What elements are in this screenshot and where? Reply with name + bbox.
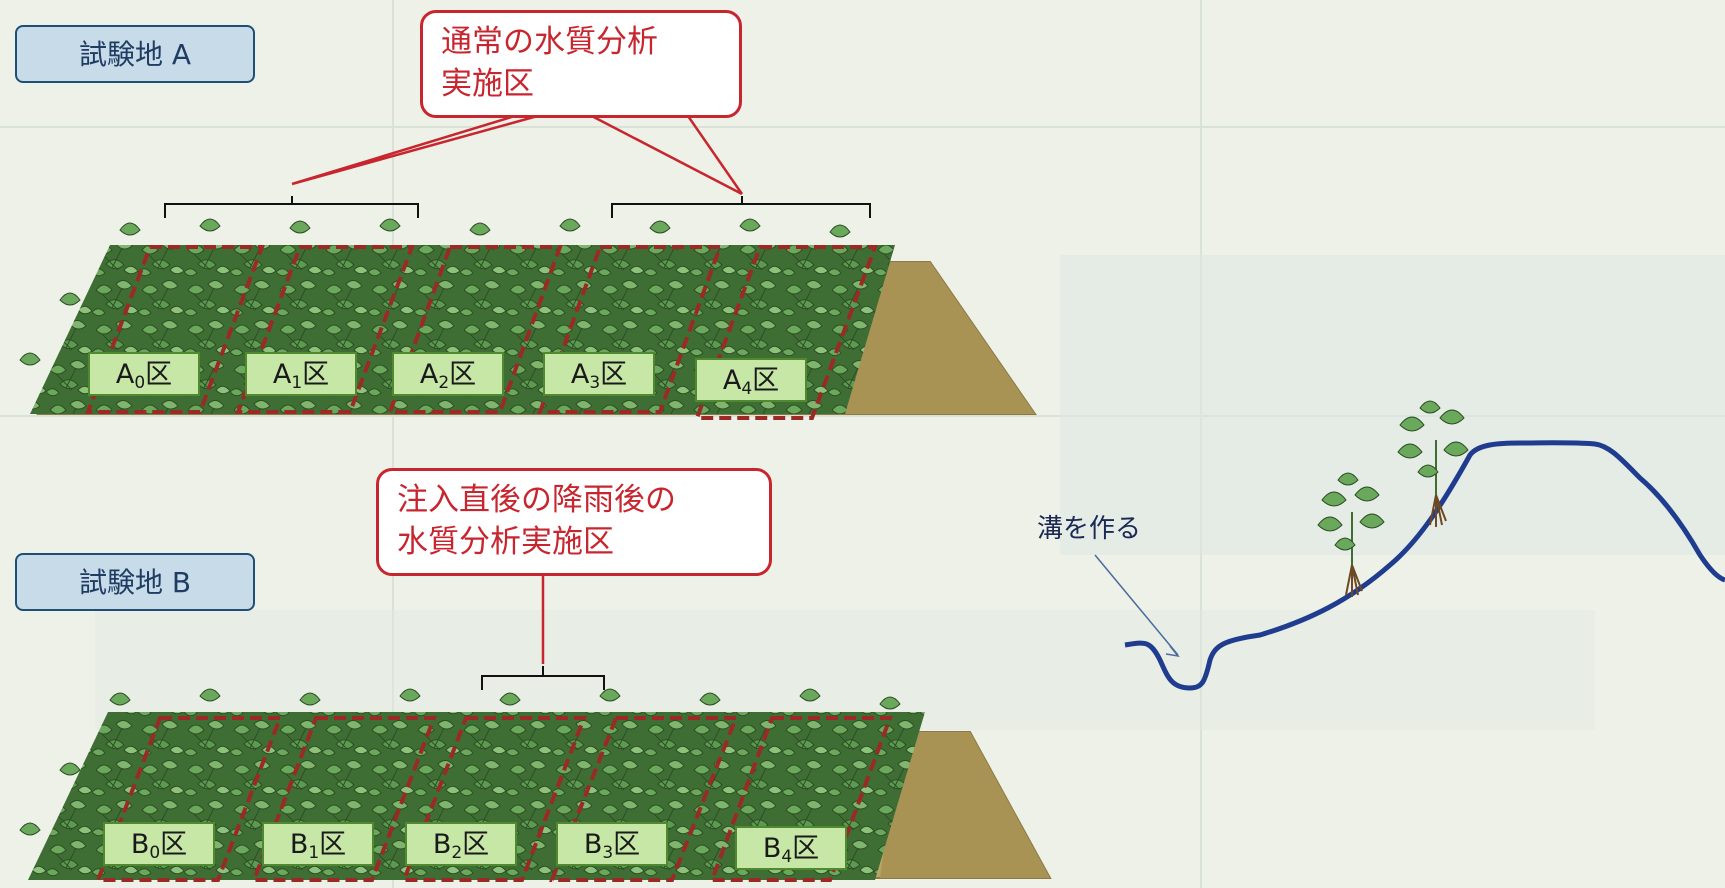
plot-letter: B — [762, 833, 782, 864]
plot-label-a4: A4区 — [695, 358, 807, 402]
plot-letter: B — [130, 829, 150, 860]
plot-letter: A — [272, 359, 292, 390]
plot-label-b3: B3区 — [556, 822, 668, 866]
background-shade — [1060, 255, 1725, 555]
site-b-callout-line: 注入直後の降雨後の — [397, 482, 676, 518]
plot-label-a3: A3区 — [543, 352, 655, 396]
site-a-callout-line: 通常の水質分析 — [441, 24, 658, 60]
plot-index: 1 — [291, 373, 303, 393]
plot-letter: A — [722, 365, 742, 396]
plot-label-a2: A2区 — [392, 352, 504, 396]
callout-connectors-a — [164, 110, 871, 218]
plot-index: 2 — [438, 373, 450, 393]
plot-index: 3 — [602, 843, 614, 863]
plot-suffix: 区 — [319, 829, 347, 860]
plot-letter: B — [289, 829, 309, 860]
plot-index: 3 — [589, 373, 601, 393]
plot-index: 0 — [149, 843, 161, 863]
plot-suffix: 区 — [792, 833, 820, 864]
plot-label-a1: A1区 — [245, 352, 357, 396]
plot-index: 4 — [741, 379, 753, 399]
site-a-label: 試験地 A — [15, 25, 255, 83]
plot-letter: A — [419, 359, 439, 390]
plot-suffix: 区 — [613, 829, 641, 860]
plot-suffix: 区 — [449, 359, 477, 390]
plot-letter: A — [115, 359, 135, 390]
site-b-callout: 注入直後の降雨後の 水質分析実施区 — [376, 468, 772, 576]
plot-suffix: 区 — [302, 359, 330, 390]
background-rule — [0, 126, 1725, 128]
site-b-label: 試験地 B — [15, 553, 255, 611]
plot-label-b0: B0区 — [103, 822, 215, 866]
plot-label-b4: B4区 — [735, 826, 847, 870]
plot-letter: B — [583, 829, 603, 860]
leaf-fringe — [19, 218, 851, 366]
sweet-potato-plant — [1397, 400, 1469, 527]
plot-letter: B — [432, 829, 452, 860]
plot-label-b2: B2区 — [405, 822, 517, 866]
plot-suffix: 区 — [462, 829, 490, 860]
plot-suffix: 区 — [600, 359, 628, 390]
callout-connectors-b — [481, 576, 605, 690]
plot-index: 1 — [308, 843, 320, 863]
background-rule — [0, 415, 1725, 417]
cross-section-profile — [1094, 440, 1725, 691]
site-a-callout: 通常の水質分析 実施区 — [420, 10, 742, 118]
background-shade — [95, 610, 1595, 730]
plot-index: 2 — [451, 843, 463, 863]
plot-index: 4 — [781, 847, 793, 867]
site-b-callout-line: 水質分析実施区 — [397, 524, 614, 560]
plot-index: 0 — [134, 373, 146, 393]
trench-label: 溝を作る — [1037, 514, 1142, 544]
plot-suffix: 区 — [145, 359, 173, 390]
plot-suffix: 区 — [752, 365, 780, 396]
background-rule — [392, 0, 394, 888]
plot-suffix: 区 — [160, 829, 188, 860]
leaf-fringe — [19, 688, 901, 836]
plot-label-a0: A0区 — [88, 352, 200, 396]
site-a-callout-line: 実施区 — [441, 66, 534, 102]
plot-label-b1: B1区 — [262, 822, 374, 866]
sweet-potato-plant — [1317, 472, 1385, 597]
plot-letter: A — [570, 359, 590, 390]
